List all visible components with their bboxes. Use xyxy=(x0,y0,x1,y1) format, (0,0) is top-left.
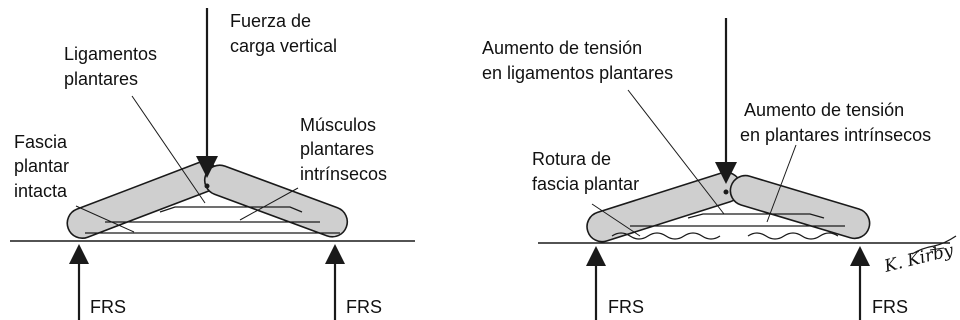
right-panel: Aumento de tensión en ligamentos plantar… xyxy=(482,18,957,320)
frs-label-left-1: FRS xyxy=(90,297,126,317)
load-label: Fuerza de carga vertical xyxy=(230,11,337,56)
left-fascia-leader xyxy=(75,205,135,233)
left-posterior-bone xyxy=(66,161,220,239)
right-ruptured-fascia-wave-1 xyxy=(611,232,721,240)
ligaments-label: Ligamentos plantares xyxy=(64,44,162,89)
fascia-rupture-label: Rotura de fascia plantar xyxy=(532,149,639,194)
frs-label-left-2: FRS xyxy=(346,297,382,317)
right-load-arrowhead-icon xyxy=(715,162,737,184)
left-ligament-leader xyxy=(131,95,206,204)
ligament-tension-label: Aumento de tensión en ligamentos plantar… xyxy=(482,38,673,83)
right-ligament-leader xyxy=(627,89,725,215)
frs-label-right-2: FRS xyxy=(872,297,908,317)
frs-label-right-1: FRS xyxy=(608,297,644,317)
right-frs-arrowhead-1-icon xyxy=(586,246,606,266)
left-plantar-ligament xyxy=(159,206,303,213)
right-ruptured-fascia-wave-2 xyxy=(747,232,839,240)
right-anterior-bone xyxy=(729,174,871,240)
svg-text:K. Kirby: K. Kirby xyxy=(881,240,955,277)
right-rupture-leader xyxy=(591,203,641,237)
artist-signature: K. Kirby xyxy=(881,235,957,277)
left-joint-pin-icon xyxy=(204,183,210,189)
right-joint-pin-icon xyxy=(723,189,729,195)
right-muscle-leader xyxy=(766,144,797,223)
left-load-arrowhead-icon xyxy=(196,156,218,178)
fascia-intact-label: Fascia plantar intacta xyxy=(14,132,74,201)
left-frs-arrowhead-2-icon xyxy=(325,244,345,264)
left-muscle-leader xyxy=(239,187,299,221)
left-panel: Fuerza de carga vertical Ligamentos plan… xyxy=(10,8,415,320)
intrinsic-muscles-label: Músculos plantares intrínsecos xyxy=(300,115,387,184)
right-frs-arrowhead-2-icon xyxy=(850,246,870,266)
muscle-tension-label: Aumento de tensión en plantares intrínse… xyxy=(740,100,931,145)
left-frs-arrowhead-1-icon xyxy=(69,244,89,264)
right-plantar-ligament xyxy=(687,213,825,219)
